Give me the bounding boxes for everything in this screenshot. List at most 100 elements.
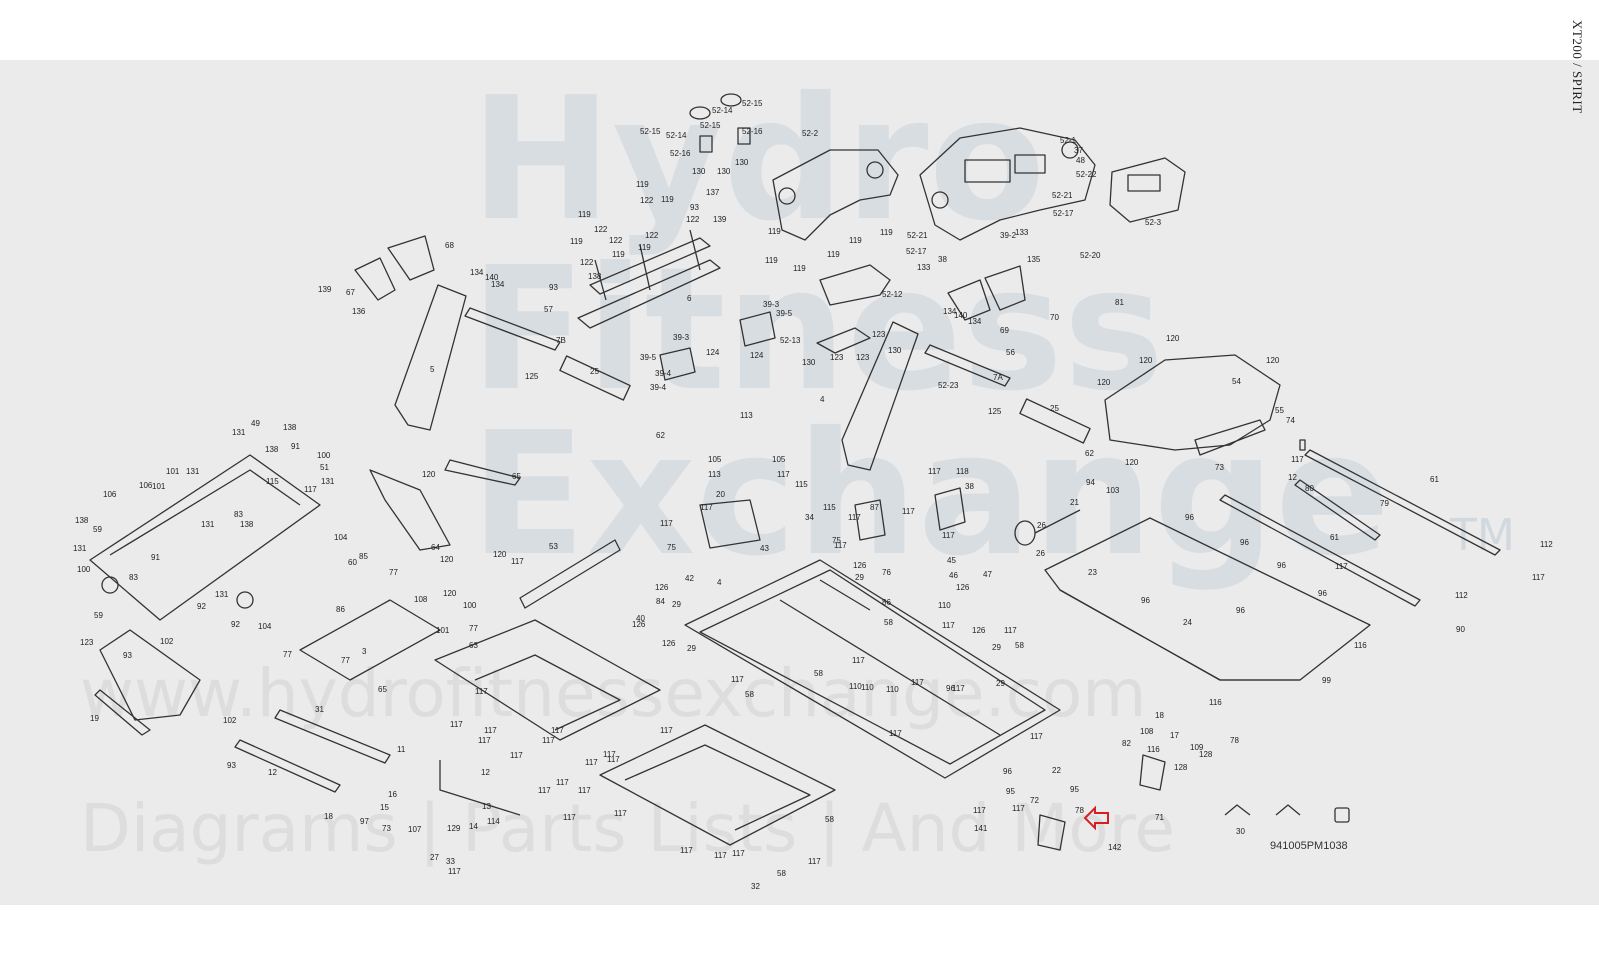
part-callout-131: 94 bbox=[1086, 478, 1095, 487]
part-callout-147: 126 bbox=[662, 639, 676, 648]
motor-controller bbox=[934, 487, 966, 531]
running-belt bbox=[1044, 517, 1371, 681]
part-callout-132: 103 bbox=[1106, 486, 1120, 495]
part-callout-92: 120 bbox=[1139, 356, 1153, 365]
watermark-tagline: Diagrams | Parts Lists | And More bbox=[80, 790, 1176, 867]
part-callout-281: 116 bbox=[1354, 641, 1367, 650]
part-callout-223: 114 bbox=[487, 817, 500, 826]
part-callout-102: 80 bbox=[1305, 484, 1314, 493]
part-callout-18: 52-21 bbox=[907, 231, 928, 240]
part-callout-42: 119 bbox=[768, 227, 781, 236]
motor-hood bbox=[1104, 354, 1281, 451]
part-callout-221: 13 bbox=[482, 802, 491, 811]
motor-assembly bbox=[699, 499, 761, 549]
drive-belt bbox=[854, 499, 886, 541]
part-callout-47: 119 bbox=[880, 228, 893, 237]
part-callout-215: 12 bbox=[481, 768, 490, 777]
part-callout-111: 113 bbox=[740, 411, 753, 420]
part-callout-265: 117 bbox=[952, 684, 965, 693]
part-callout-145: 40 bbox=[636, 614, 645, 623]
part-callout-23: 52-3 bbox=[1145, 218, 1162, 227]
part-callout-287: 82 bbox=[1122, 739, 1131, 748]
side-rail-left bbox=[1219, 494, 1421, 607]
part-callout-210: 93 bbox=[227, 761, 236, 770]
part-callout-146: 126 bbox=[632, 620, 646, 629]
part-callout-13: 48 bbox=[1076, 156, 1085, 165]
part-callout-129: 38 bbox=[965, 482, 974, 491]
part-callout-65: 124 bbox=[706, 348, 720, 357]
part-callout-8: 130 bbox=[717, 167, 731, 176]
part-callout-119: 117 bbox=[700, 503, 713, 512]
part-callout-45: 119 bbox=[827, 250, 840, 259]
part-callout-140: 45 bbox=[947, 556, 956, 565]
part-callout-237: 117 bbox=[603, 750, 616, 759]
part-callout-222: 14 bbox=[469, 822, 478, 831]
console-rear-cover bbox=[772, 149, 899, 241]
part-callout-267: 110 bbox=[861, 683, 874, 692]
part-callout-277: 96 bbox=[1236, 606, 1245, 615]
main-frame bbox=[684, 559, 1061, 779]
part-callout-201: 120 bbox=[443, 589, 457, 598]
part-callout-94: 54 bbox=[1232, 377, 1241, 386]
part-callout-22: 39-2 bbox=[1000, 231, 1017, 240]
part-callout-5: 52-16 bbox=[742, 127, 763, 136]
part-callout-260: 110 bbox=[849, 682, 862, 691]
part-callout-157: 65 bbox=[512, 472, 521, 481]
part-callout-29: 139 bbox=[713, 215, 727, 224]
part-callout-251: 86 bbox=[882, 598, 891, 607]
part-callout-273: 96 bbox=[1185, 513, 1194, 522]
part-callout-196: 86 bbox=[336, 605, 345, 614]
part-callout-158: 120 bbox=[422, 470, 436, 479]
controller-cover bbox=[519, 539, 621, 609]
part-callout-85: 52-23 bbox=[938, 381, 959, 390]
document-code: 941005PM1038 bbox=[1270, 840, 1348, 852]
part-callout-253: 110 bbox=[886, 685, 899, 694]
belly-pan-lower bbox=[599, 724, 836, 846]
part-callout-297: 128 bbox=[1174, 763, 1188, 772]
part-callout-280: 24 bbox=[1183, 618, 1192, 627]
part-callout-97: 55 bbox=[1275, 406, 1284, 415]
part-callout-4: 52-15 bbox=[700, 121, 721, 130]
part-callout-264: 117 bbox=[911, 678, 924, 687]
part-callout-209: 102 bbox=[223, 716, 237, 725]
part-callout-32: 119 bbox=[638, 243, 651, 252]
upright-right bbox=[841, 321, 919, 471]
part-callout-113: 113 bbox=[708, 470, 721, 479]
part-callout-121: 117 bbox=[848, 513, 861, 522]
part-callout-137: 29 bbox=[855, 573, 864, 582]
part-callout-279: 23 bbox=[1088, 568, 1097, 577]
part-callout-34: 119 bbox=[612, 250, 625, 259]
part-callout-130: 117 bbox=[942, 531, 955, 540]
part-callout-252: 58 bbox=[884, 618, 893, 627]
part-callout-292: 22 bbox=[1052, 766, 1061, 775]
part-callout-276: 96 bbox=[1318, 589, 1327, 598]
part-callout-84: 56 bbox=[1006, 348, 1015, 357]
part-callout-122: 87 bbox=[870, 503, 879, 512]
part-callout-24: 119 bbox=[636, 180, 649, 189]
part-callout-200: 77 bbox=[469, 624, 478, 633]
part-callout-57: 125 bbox=[525, 372, 539, 381]
part-callout-194: 101 bbox=[436, 626, 450, 635]
part-callout-116: 115 bbox=[795, 480, 808, 489]
watermark-tm: TM bbox=[1450, 510, 1515, 561]
part-callout-77: 69 bbox=[1000, 326, 1009, 335]
part-callout-165: 100 bbox=[317, 451, 331, 460]
part-callout-58: 25 bbox=[590, 367, 599, 376]
part-callout-17: 133 bbox=[1015, 228, 1029, 237]
part-callout-120: 115 bbox=[823, 503, 836, 512]
side-cover-left bbox=[99, 629, 201, 721]
part-callout-298: 71 bbox=[1155, 813, 1164, 822]
part-callout-37: 119 bbox=[570, 237, 583, 246]
diagram-background bbox=[0, 60, 1599, 905]
part-callout-107: 112 bbox=[1540, 540, 1553, 549]
part-callout-12: 37 bbox=[1074, 146, 1083, 155]
console-overlay bbox=[1109, 157, 1186, 223]
part-callout-182: 100 bbox=[77, 565, 91, 574]
part-callout-143: 126 bbox=[956, 583, 970, 592]
part-callout-144: 84 bbox=[656, 597, 665, 606]
part-callout-231: 117 bbox=[478, 736, 491, 745]
part-callout-202: 120 bbox=[440, 555, 454, 564]
part-callout-152: 43 bbox=[760, 544, 769, 553]
part-callout-243: 117 bbox=[614, 809, 627, 818]
part-callout-224: 129 bbox=[447, 824, 461, 833]
